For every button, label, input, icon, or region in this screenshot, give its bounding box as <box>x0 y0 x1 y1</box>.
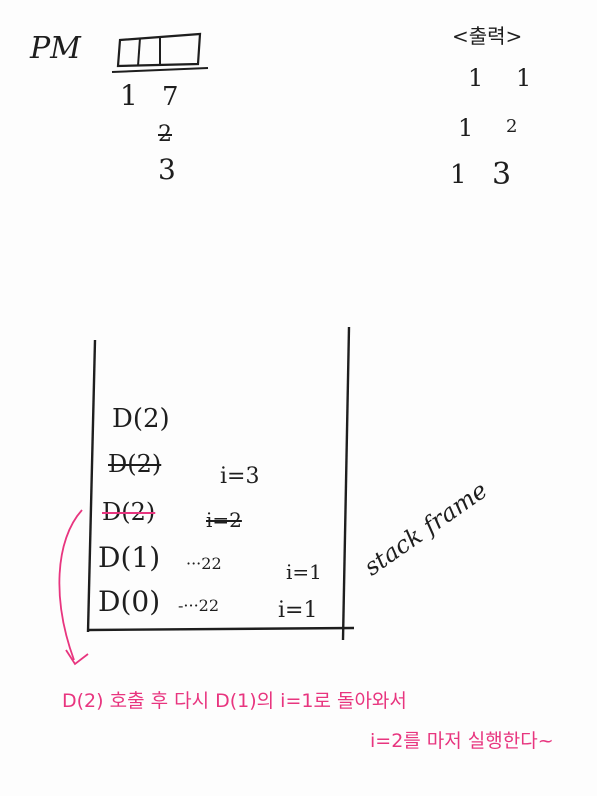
stack-frame-4-dots: ···22 <box>186 554 222 573</box>
stack-frame-2-var: i=3 <box>220 464 260 489</box>
stack-left-wall <box>86 339 97 633</box>
stack-frame-5-dots: -···22 <box>178 596 220 615</box>
return-arrow <box>58 509 83 661</box>
top-value-3: 2 <box>158 122 172 147</box>
stack-frame-5: D(0) <box>98 585 161 618</box>
top-value-2: 7 <box>162 82 179 112</box>
stack-bottom <box>86 626 355 632</box>
output-title: <출력> <box>452 24 523 48</box>
output-line-2-left: 1 <box>458 114 474 142</box>
output-line-2-right: 2 <box>506 116 518 137</box>
stack-frame-4-var: i=1 <box>286 560 322 584</box>
note-line-2: i=2를 마저 실행한다~ <box>370 730 554 752</box>
top-value-1: 1 <box>120 79 138 112</box>
stack-frame-2: D(2) <box>108 450 162 478</box>
stack-frame-top: D(2) <box>112 404 170 434</box>
stack-right-wall <box>341 326 351 641</box>
note-line-1: D(2) 호출 후 다시 D(1)의 i=1로 돌아와서 <box>62 690 407 712</box>
array-divider-1 <box>137 37 141 67</box>
top-value-4: 3 <box>158 153 176 186</box>
output-line-3-right: 3 <box>492 157 512 192</box>
stack-frame-3-var: i=2 <box>206 508 242 532</box>
pm-label: PM <box>30 31 81 66</box>
output-line-1-right: 1 <box>516 64 532 92</box>
stack-frame-4: D(1) <box>98 541 161 574</box>
return-arrow-head <box>65 649 89 666</box>
output-line-1-left: 1 <box>468 64 484 92</box>
stack-frame-5-var: i=1 <box>278 598 318 623</box>
output-line-3-left: 1 <box>450 160 467 190</box>
stack-frame-3: D(2) <box>102 498 156 526</box>
array-underline <box>111 67 209 73</box>
array-box <box>116 32 202 68</box>
